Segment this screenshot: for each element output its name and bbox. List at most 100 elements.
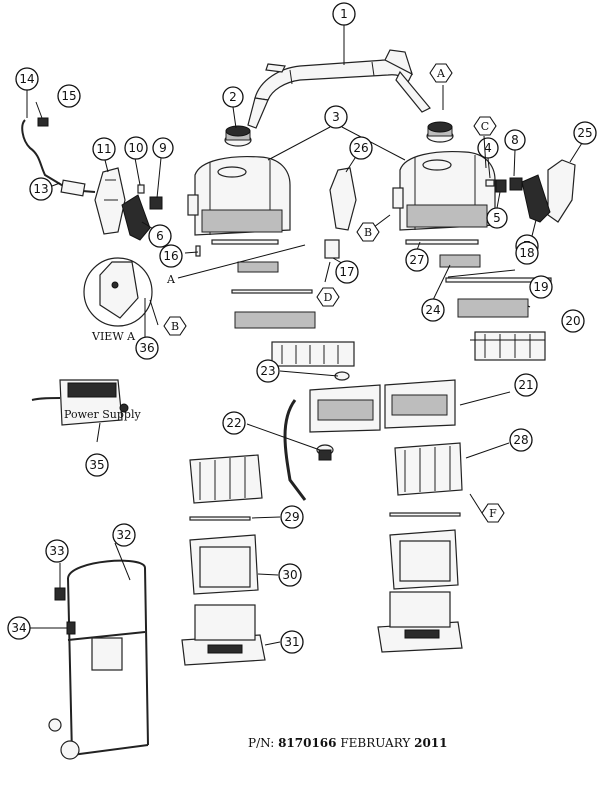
part-motor-housing-left <box>187 155 291 236</box>
leader-lines <box>26 25 583 646</box>
part-power-supply <box>31 379 129 426</box>
svg-text:28: 28 <box>513 433 528 447</box>
view-a-detail <box>83 257 153 327</box>
part-filter-baskets <box>189 442 463 504</box>
part-swivel-cable <box>21 117 96 197</box>
callout-17: 17 <box>335 260 359 284</box>
part-filter-frames <box>189 529 459 595</box>
part-side-plate-right <box>547 159 576 223</box>
callout-8: 8 <box>504 129 526 151</box>
callout-26: 26 <box>349 136 373 160</box>
svg-text:14: 14 <box>19 72 34 86</box>
callout-6: 6 <box>148 224 172 248</box>
callout-35: 35 <box>85 453 109 477</box>
part-number-footer: P/N: 8170166 FEBRUARY 2011 <box>248 736 448 750</box>
svg-text:16: 16 <box>163 249 178 263</box>
svg-text:19: 19 <box>533 280 548 294</box>
svg-text:9: 9 <box>159 141 167 155</box>
svg-text:6: 6 <box>156 229 164 243</box>
callout-25: 25 <box>573 121 597 145</box>
svg-text:5: 5 <box>493 211 501 225</box>
callout-34: 34 <box>7 616 31 640</box>
callout-1: 1 <box>332 2 356 26</box>
part-top-cap-left <box>224 125 252 147</box>
marker-f: F <box>481 503 505 523</box>
svg-text:3: 3 <box>332 110 340 124</box>
callout-2: 2 <box>222 86 244 108</box>
svg-text:23: 23 <box>260 364 275 378</box>
part-filter-rods <box>189 512 461 521</box>
svg-text:22: 22 <box>226 416 241 430</box>
callout-4: 4 <box>477 137 499 159</box>
svg-text:C: C <box>481 120 489 133</box>
marker-a-left: A <box>166 273 176 286</box>
svg-text:B: B <box>171 320 179 333</box>
svg-text:17: 17 <box>339 265 354 279</box>
part-bars <box>195 239 481 273</box>
svg-text:33: 33 <box>49 544 64 558</box>
part-axle-rods <box>231 277 552 294</box>
part-small-gears <box>137 177 523 210</box>
svg-text:D: D <box>324 291 333 304</box>
part-side-plate-middle <box>329 167 357 231</box>
svg-text:F: F <box>489 507 497 520</box>
callout-9: 9 <box>152 137 174 159</box>
callout-14: 14 <box>15 67 39 91</box>
svg-text:29: 29 <box>284 510 299 524</box>
svg-text:20: 20 <box>565 314 580 328</box>
part-pump-chassis <box>309 379 456 433</box>
marker-b-mid: B <box>356 222 380 242</box>
svg-text:36: 36 <box>139 341 154 355</box>
callout-20: 20 <box>561 309 585 333</box>
callout-10: 10 <box>124 136 148 160</box>
part-top-cap-right <box>426 121 454 143</box>
part-impeller-hose <box>283 371 350 501</box>
footer-part-number: 8170166 <box>278 736 337 750</box>
callout-18: 18 <box>515 241 539 265</box>
callout-31: 31 <box>280 630 304 654</box>
svg-text:2: 2 <box>229 90 237 104</box>
callout-5: 5 <box>486 207 508 229</box>
svg-text:35: 35 <box>89 458 104 472</box>
svg-text:30: 30 <box>282 568 297 582</box>
part-bottom-lids <box>181 591 463 666</box>
callout-16: 16 <box>159 244 183 268</box>
part-brush-roller-thin <box>234 298 529 329</box>
marker-a-top: A <box>429 63 453 110</box>
footer-month: FEBRUARY <box>340 736 411 750</box>
svg-text:25: 25 <box>577 126 592 140</box>
view-a-label: VIEW A <box>92 330 136 343</box>
svg-text:4: 4 <box>484 141 492 155</box>
marker-b-view: B <box>163 316 187 336</box>
svg-text:26: 26 <box>353 141 368 155</box>
part-clip <box>324 239 340 259</box>
svg-text:18: 18 <box>519 246 534 260</box>
svg-text:34: 34 <box>11 621 26 635</box>
part-handle <box>247 49 431 129</box>
callout-28: 28 <box>509 428 533 452</box>
callout-32: 32 <box>112 523 136 547</box>
svg-text:31: 31 <box>284 635 299 649</box>
part-track-right <box>521 174 551 223</box>
callout-22: 22 <box>222 411 246 435</box>
callout-11: 11 <box>92 137 116 161</box>
callout-24: 24 <box>421 298 445 322</box>
marker-d: D <box>316 287 340 307</box>
callout-15: 15 <box>57 84 81 108</box>
part-track-left <box>121 194 151 241</box>
svg-text:A: A <box>166 273 176 286</box>
svg-text:1: 1 <box>340 7 348 21</box>
svg-text:A: A <box>436 67 446 80</box>
callout-33: 33 <box>45 539 69 563</box>
callout-27: 27 <box>405 248 429 272</box>
part-brush-roller-thick <box>271 331 546 367</box>
part-caddy-cart <box>48 559 149 760</box>
power-supply-label: Power Supply <box>64 408 141 421</box>
svg-text:10: 10 <box>128 141 143 155</box>
svg-text:27: 27 <box>409 253 424 267</box>
footer-prefix: P/N: <box>248 736 275 750</box>
callout-21: 21 <box>514 373 538 397</box>
callout-29: 29 <box>280 505 304 529</box>
svg-text:11: 11 <box>96 142 111 156</box>
